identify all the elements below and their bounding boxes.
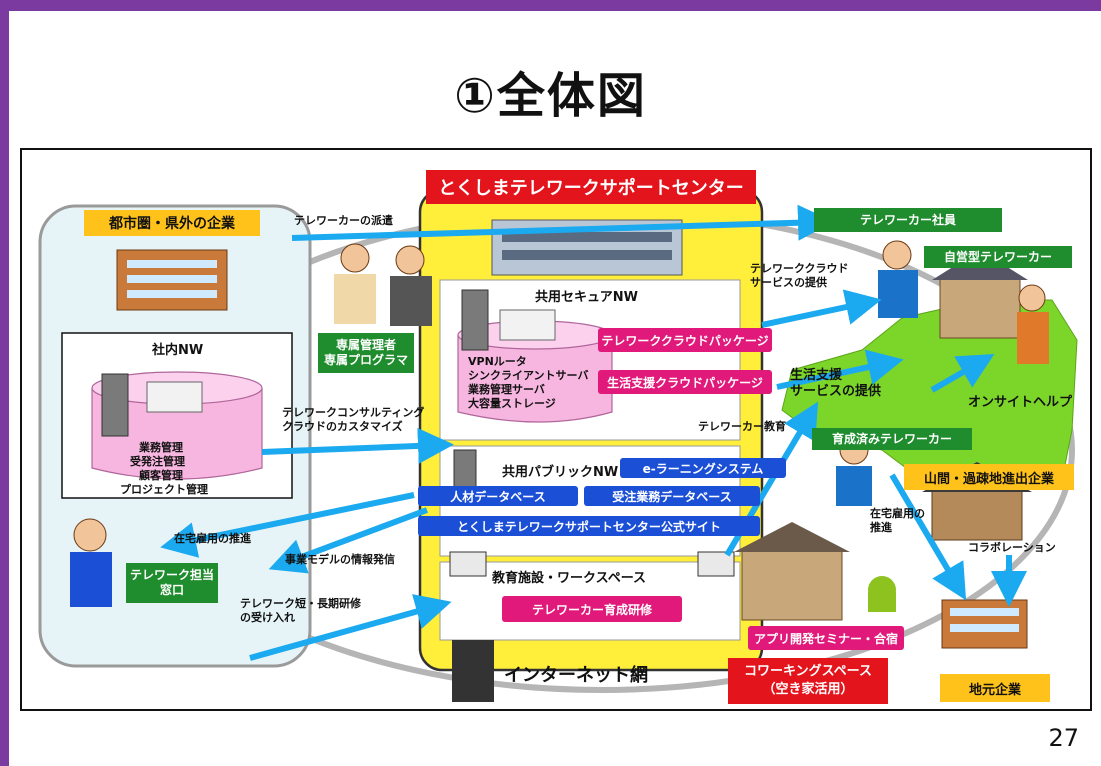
server-item-4: 大容量ストレージ (468, 397, 556, 410)
onsite-help-label: オンサイトヘルプ (968, 395, 1073, 410)
laptop-right-icon (697, 551, 735, 577)
staff-line-1: 専属管理者 (335, 338, 396, 352)
info-label: 事業モデルの情報発信 (285, 553, 395, 566)
window-person-icon (73, 518, 107, 552)
arrow-onsite (930, 354, 995, 393)
self-employed-box: 自営型テレワーカー (924, 246, 1072, 268)
training-accept-label-2: の受け入れ (240, 611, 295, 624)
server-item-3: 業務管理サーバ (468, 383, 545, 396)
dispatch-label: テレワーカーの派遣 (294, 214, 393, 227)
city-companies-label: 都市圏・県外の企業 (84, 210, 260, 236)
arrow-info (268, 507, 429, 574)
window-line-1: テレワーク担当 (129, 568, 214, 582)
local-company-box: 地元企業 (940, 674, 1050, 702)
training-box: テレワーカー育成研修 (502, 596, 682, 622)
server-item-1: VPNルータ (468, 355, 527, 368)
coworking-house (741, 549, 843, 621)
coworking-line-2: （空き家活用） (762, 682, 854, 697)
internet-label: インターネット網 (504, 665, 648, 686)
coworking-box: コワーキングスペース （空き家活用） (728, 658, 888, 704)
arrow-training-accept (249, 594, 452, 661)
laptop-left-icon (449, 551, 487, 577)
self-employed-house (939, 277, 1021, 339)
collaboration-label: コラボレーション (968, 541, 1056, 554)
elearning-system: e-ラーニングシステム (620, 458, 786, 478)
consulting-label-2: クラウドのカスタマイズ (282, 420, 403, 433)
life-service-label-2: サービスの提供 (790, 384, 882, 399)
internal-item-4: プロジェクト管理 (120, 483, 208, 496)
center-server-icon (461, 289, 489, 351)
hr-database: 人材データベース (418, 486, 578, 506)
mountain-company-box: 山間・過疎地進出企業 (904, 464, 1074, 490)
window-line-2: 窓口 (159, 583, 184, 597)
slide-title: ①全体図 (454, 68, 647, 124)
consulting-label-1: テレワークコンサルティング (282, 406, 425, 419)
cloud-service-label-1: テレワーククラウド (750, 262, 849, 275)
order-database: 受注業務データベース (584, 486, 760, 506)
seminar-box: アプリ開発セミナー・合宿 (748, 626, 904, 650)
education-facility-label: 教育施設・ワークスペース (492, 571, 647, 586)
internet-server-icon (452, 640, 494, 702)
arrow-life-service (776, 349, 904, 390)
staff-person-icon (340, 243, 370, 273)
internal-nw-label: 社内NW (152, 343, 204, 358)
internal-item-1: 業務管理 (139, 441, 183, 454)
slide-frame-left (0, 0, 9, 766)
telework-cloud-package: テレワーククラウドパッケージ (598, 328, 772, 352)
training-accept-label-1: テレワーク短・長期研修 (240, 597, 361, 610)
telework-window-box: テレワーク担当 窓口 (126, 563, 218, 603)
arrow-home-right (889, 473, 967, 601)
internal-item-3: 顧客管理 (139, 469, 183, 482)
server-item-2: シンクライアントサーバ (468, 369, 589, 382)
arrow-cloud-service (761, 289, 882, 328)
home-employment-right-1: 在宅雇用の (870, 507, 925, 520)
staff-box: 専属管理者 専属プログラマ (318, 333, 414, 373)
secure-nw-label: 共用セキュアNW (535, 290, 638, 305)
official-site: とくしまテレワークサポートセンター公式サイト (418, 516, 760, 536)
public-nw-label: 共用パブリックNW (502, 465, 619, 480)
life-support-cloud-package: 生活支援クラウドパッケージ (598, 370, 772, 394)
coworking-line-1: コワーキングスペース (743, 664, 873, 679)
page-number: 27 (1048, 724, 1079, 752)
vpn-router-icon (146, 381, 203, 413)
internal-db-cylinder (91, 388, 263, 480)
arrow-home-employment (160, 492, 415, 558)
internal-server-icon (101, 373, 129, 437)
cloud-service-label-2: サービスの提供 (750, 276, 827, 289)
onsite-person-icon (1018, 284, 1046, 312)
trained-teleworker-box: 育成済みテレワーカー (812, 428, 972, 450)
mountain-company-house (931, 489, 1023, 541)
home-employment-right-2: 推進 (870, 521, 892, 534)
diagram-background (38, 188, 1078, 702)
arrow-dispatch (291, 204, 834, 241)
center-name-banner: とくしまテレワークサポートセンター (426, 170, 756, 204)
employee-box: テレワーカー社員 (814, 208, 1002, 232)
staff-line-2: 専属プログラマ (323, 353, 408, 367)
arrow-consulting (261, 427, 454, 464)
overall-diagram: とくしまテレワークサポートセンター 都市圏・県外の企業 社内NW 業務管理 受発… (20, 148, 1092, 711)
slide-frame-top (0, 0, 1101, 11)
employee-person-icon (882, 240, 912, 270)
internal-item-2: 受発注管理 (130, 455, 185, 468)
home-employment-label: 在宅雇用の推進 (174, 532, 251, 545)
education-label: テレワーカー教育 (698, 420, 786, 433)
life-service-label-1: 生活支援 (790, 368, 843, 383)
